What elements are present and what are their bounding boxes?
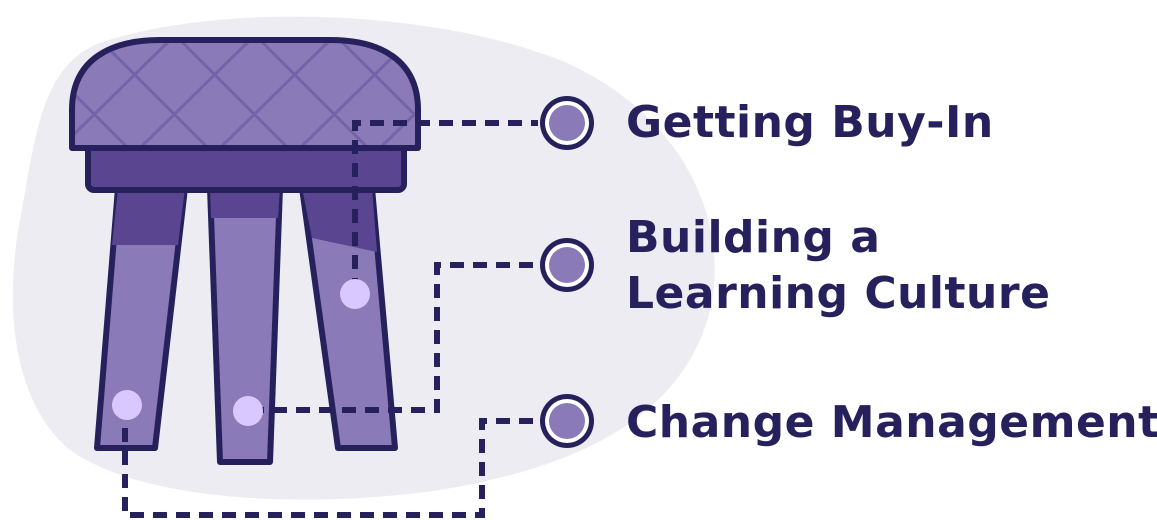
leg-dot-middle: [233, 396, 263, 426]
node-1: [540, 96, 594, 150]
label-getting-buy-in: Getting Buy-In: [626, 95, 994, 151]
label-change-management: Change Management: [626, 395, 1157, 451]
nodes: [540, 96, 594, 448]
stool-legs: [94, 185, 398, 465]
label-line: Learning Culture: [626, 268, 1051, 319]
connectors: [122, 120, 538, 518]
leg-dot-left: [112, 390, 142, 420]
middle-leg-shadow: [210, 188, 280, 218]
label-building-learning-culture: Building a Learning Culture: [626, 210, 1050, 322]
node-2: [540, 238, 594, 292]
node-3: [540, 394, 594, 448]
label-line: Building a: [626, 212, 881, 263]
connector-1: [352, 120, 538, 292]
label-line: Change Management: [626, 397, 1157, 448]
leg-dots: [112, 279, 370, 426]
connector-2: [250, 262, 538, 413]
leg-dot-right: [340, 279, 370, 309]
connector-3: [122, 405, 538, 518]
left-leg-shadow: [112, 188, 185, 245]
right-leg-shadow: [302, 188, 377, 252]
label-line: Getting Buy-In: [626, 97, 994, 148]
seat-cushion: [69, 37, 421, 151]
